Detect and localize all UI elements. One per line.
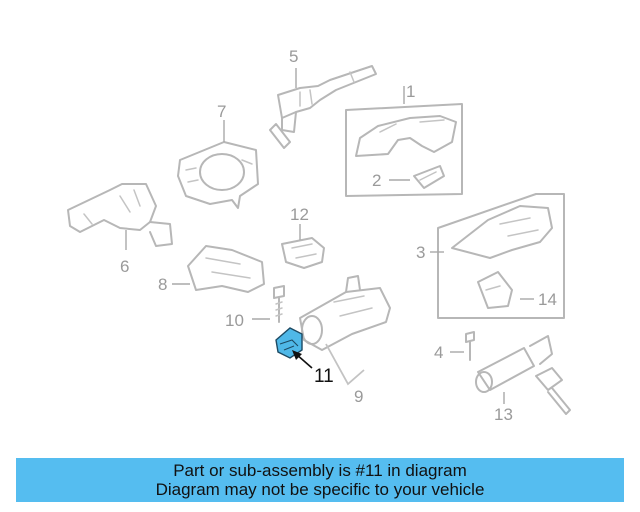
part-7-clock-spring: [177, 141, 259, 209]
banner-line-2: Diagram may not be specific to your vehi…: [155, 480, 485, 499]
part-9-lock-housing: [299, 275, 391, 351]
part-10-bolt: [273, 285, 285, 323]
callout-5: 5: [289, 47, 298, 66]
callout-6: 6: [120, 257, 129, 276]
callout-13: 13: [494, 405, 513, 424]
part-1-column-cover-group: [345, 103, 463, 197]
callout-11: 11: [314, 366, 334, 387]
callout-2: 2: [372, 171, 381, 190]
callout-3: 3: [416, 243, 425, 262]
part-4-screw: [465, 331, 475, 361]
callout-14: 14: [538, 290, 557, 309]
part-12-module: [281, 237, 325, 269]
callout-7: 7: [217, 102, 226, 121]
bracket-9: [325, 343, 365, 386]
part-13-ignition-cylinder: [475, 335, 571, 415]
callout-12: 12: [290, 205, 309, 224]
info-banner: Part or sub-assembly is #11 in diagram D…: [16, 458, 624, 502]
part-11-highlighted: [275, 327, 303, 359]
banner-line-1: Part or sub-assembly is #11 in diagram: [173, 461, 467, 480]
callout-10: 10: [225, 311, 244, 330]
part-6-turn-signal-switch: [67, 183, 173, 247]
parts-diagram: 5 1 2 7 6 12 8: [67, 47, 571, 424]
part-8-bracket: [187, 245, 265, 293]
part-3-shroud-group: [437, 193, 565, 319]
callout-1: 1: [406, 82, 415, 101]
callout-9: 9: [354, 387, 363, 406]
callout-4: 4: [434, 343, 443, 362]
callout-8: 8: [158, 275, 167, 294]
part-5-wiper-switch: [269, 65, 377, 149]
arrow-11-icon: [292, 350, 302, 360]
